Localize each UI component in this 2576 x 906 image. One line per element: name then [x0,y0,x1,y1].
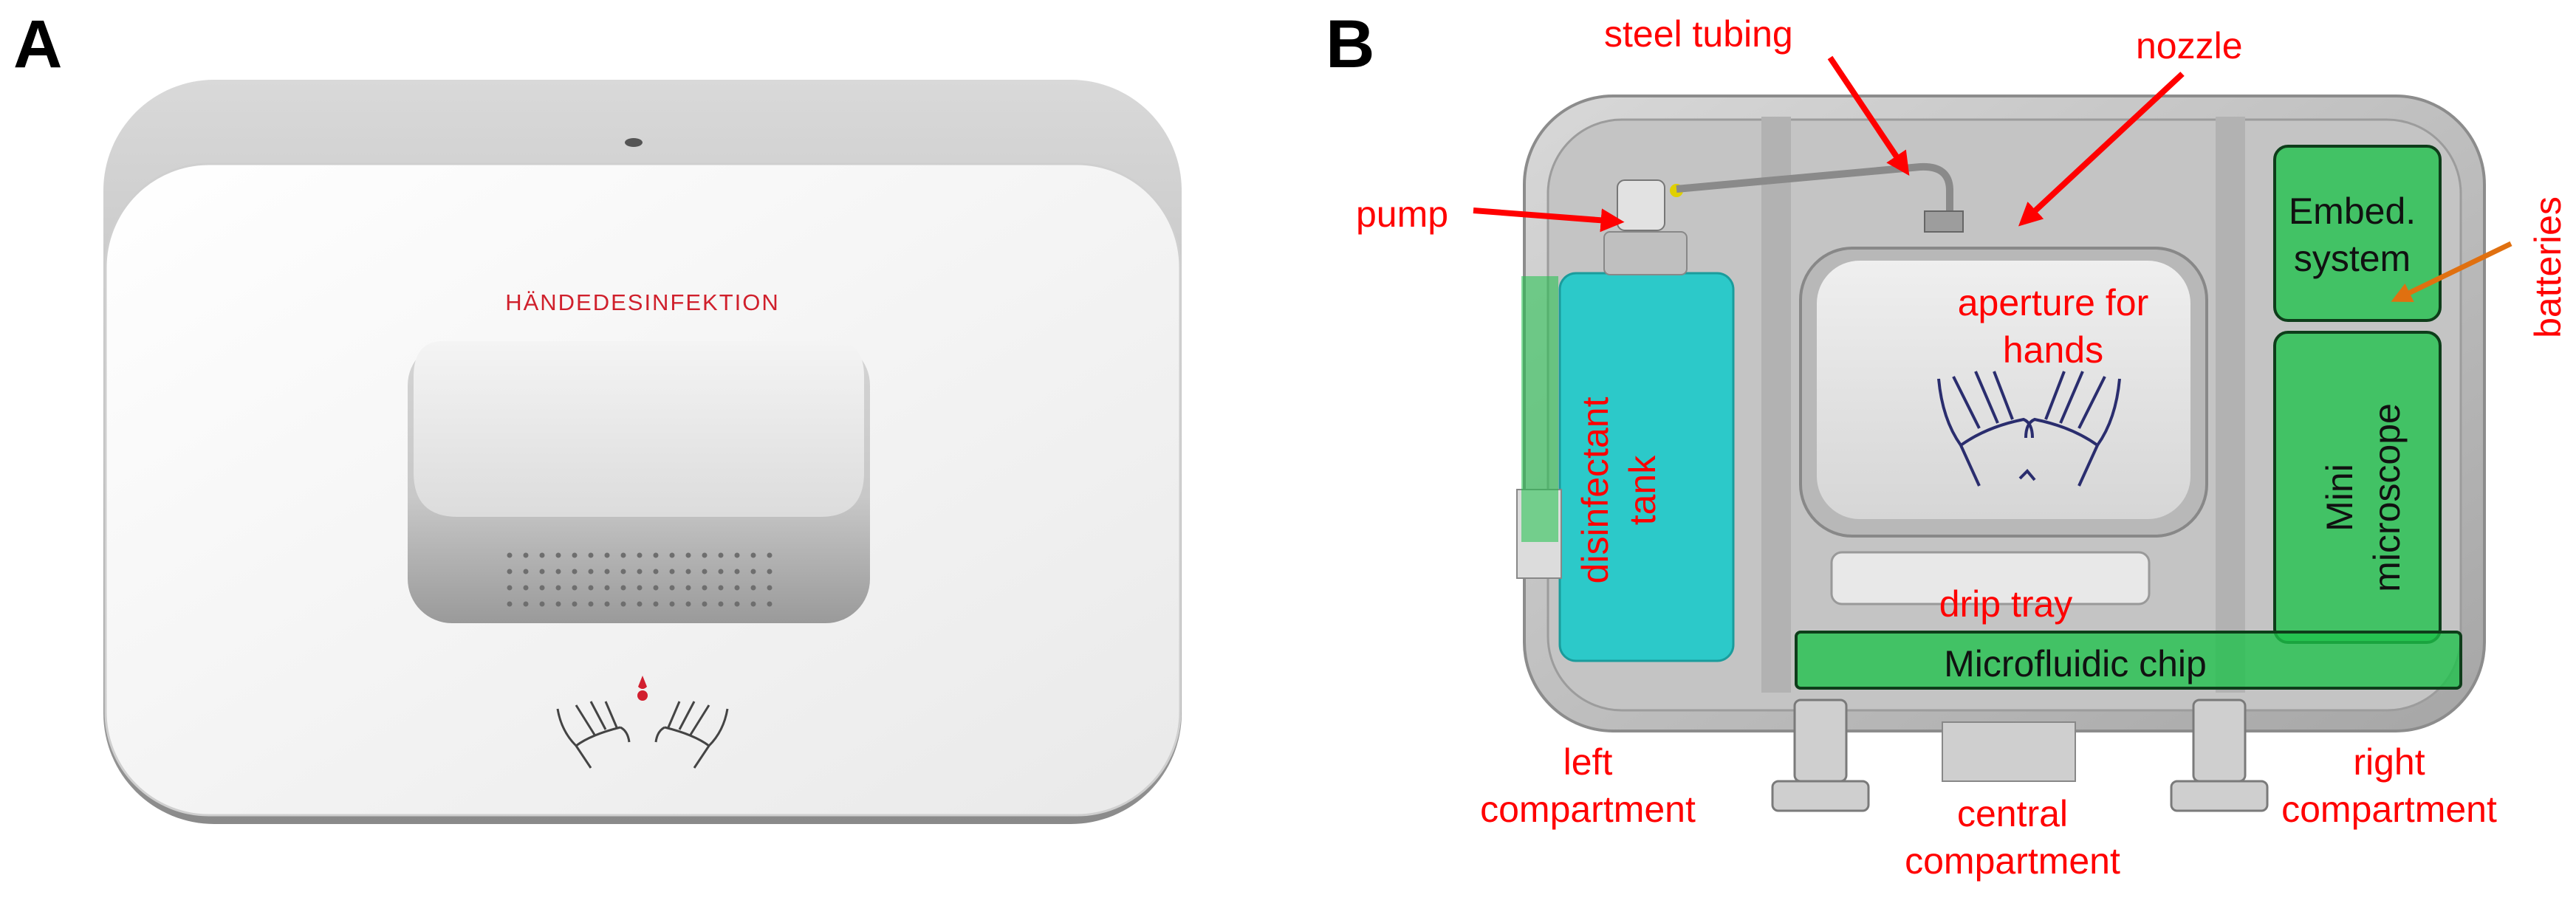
window-inner-panel [414,341,864,517]
label-microfluidic-chip: Microfluidic chip [1944,643,2207,684]
drip-grid [507,552,773,607]
embed-system-highlight [2273,145,2442,322]
panel-a-letter: A [13,7,63,82]
microfluidic-chip-highlight [1795,631,2462,690]
latch-right [2170,699,2269,812]
batteries-arrow [2391,241,2512,303]
label-embed-system: Embed. system [2288,191,2416,279]
label-central-compartment: central compartment [1905,793,2120,882]
latch-left [1771,699,1870,812]
label-aperture-for-hands: aperture for hands [1957,282,2149,371]
steel-tubing-arrow [1827,55,1910,176]
hands-pictogram-large [1937,371,2121,487]
central-stand [1942,721,2076,782]
pump-arrow [1473,207,1625,233]
label-batteries: batteries [2527,196,2569,338]
panel-a-dispenser-photo [103,80,1182,824]
left-wall [1761,117,1791,693]
label-pump: pump [1356,193,1449,235]
drop-icon [637,690,648,701]
label-left-compartment: left compartment [1480,741,1696,830]
device-label: HÄNDEDESINFEKTION [505,289,780,315]
label-mini-microscope: Mini microscope [2319,403,2408,592]
pump-body [1617,179,1665,231]
steel-tubing-line [1676,162,1953,213]
panel-b-letter: B [1326,7,1375,82]
nozzle-arrow [2018,72,2185,227]
right-wall [2216,117,2245,693]
label-steel-tubing: steel tubing [1604,13,1793,55]
nozzle-part [1924,210,1964,233]
label-nozzle: nozzle [2136,25,2243,66]
hands-pictogram-small [556,701,729,769]
tank-side-highlight [1521,276,1558,542]
panel-b-interior-photo [1516,95,2486,812]
label-drip-tray: drip tray [1939,583,2073,625]
label-disinfectant-tank: disinfectant tank [1575,397,1663,584]
drip-tray [1830,551,2151,605]
sensor-dot [625,138,643,147]
label-right-compartment: right compartment [2281,741,2497,830]
